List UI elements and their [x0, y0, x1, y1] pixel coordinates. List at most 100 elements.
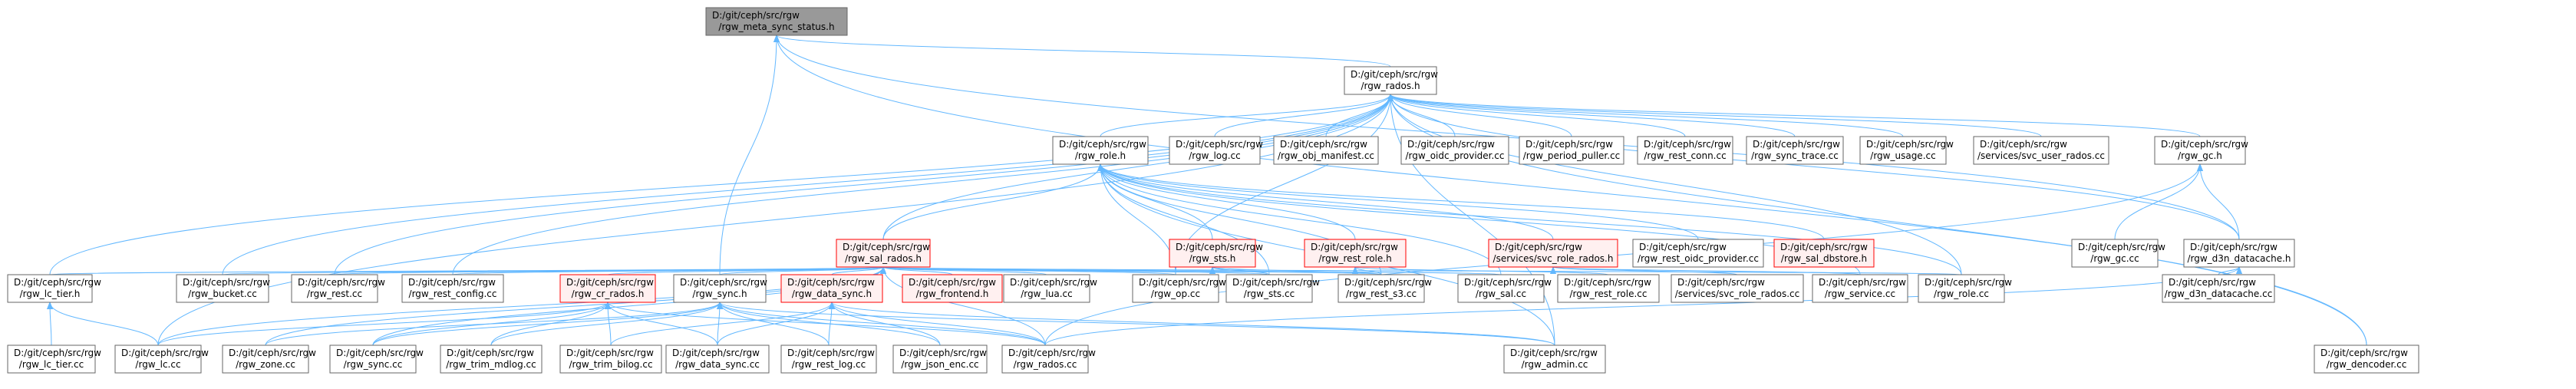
node-label-line2: /rgw_rest_config.cc — [409, 288, 497, 299]
node-box — [2314, 344, 2419, 374]
node-sync_trace[interactable]: D:/git/ceph/src/rgw/rgw_sync_trace.cc — [1746, 136, 1844, 165]
node-box — [1337, 274, 1425, 303]
node-label-line2: /rgw_sync.h — [692, 288, 747, 299]
node-gc_h[interactable]: D:/git/ceph/src/rgw/rgw_gc.h — [2154, 136, 2248, 165]
node-label-line1: D:/git/ceph/src/rgw — [1495, 242, 1582, 252]
node-cr_rados_h[interactable]: D:/git/ceph/src/rgw/rgw_cr_rados.h — [559, 274, 656, 303]
edge-log_cc-to-rados_h — [1214, 94, 1394, 137]
node-lua_cc[interactable]: D:/git/ceph/src/rgw/rgw_lua.cc — [1003, 274, 1097, 303]
edge-d3n_h-to-gc_h — [2197, 163, 2240, 240]
node-label-line1: D:/git/ceph/src/rgw — [183, 277, 270, 288]
node-box — [1304, 239, 1407, 268]
node-trim_mdlog[interactable]: D:/git/ceph/src/rgw/rgw_trim_mdlog.cc — [440, 344, 543, 374]
node-label-line1: D:/git/ceph/src/rgw — [1280, 139, 1367, 150]
node-sync_h[interactable]: D:/git/ceph/src/rgw/rgw_sync.h — [673, 274, 767, 303]
node-box — [1488, 239, 1618, 268]
node-label-line2: /rgw_obj_manifest.cc — [1278, 150, 1374, 161]
node-label-line1: D:/git/ceph/src/rgw — [1980, 139, 2067, 150]
node-label-line1: D:/git/ceph/src/rgw — [566, 348, 654, 358]
node-svc_role_rados_h[interactable]: D:/git/ceph/src/rgw/services/svc_role_ra… — [1488, 239, 1618, 268]
node-label-line1: D:/git/ceph/src/rgw — [1639, 242, 1727, 252]
node-label-line2: /services/svc_role_rados.cc — [1675, 288, 1800, 299]
node-label-line2: /services/svc_user_rados.cc — [1977, 150, 2105, 161]
node-box — [1169, 239, 1256, 268]
node-label-line2: /rgw_rest.cc — [307, 288, 362, 299]
node-label-line1: D:/git/ceph/src/rgw — [899, 348, 987, 358]
node-d3n_cc[interactable]: D:/git/ceph/src/rgw/rgw_d3n_datacache.cc — [2162, 274, 2275, 303]
edge-lc_tier_cc-to-lc_tier_h — [47, 302, 54, 346]
node-lc_cc[interactable]: D:/git/ceph/src/rgw/rgw_lc.cc — [114, 344, 209, 374]
node-svc_user_rados[interactable]: D:/git/ceph/src/rgw/services/svc_user_ra… — [1973, 136, 2109, 165]
node-usage_cc[interactable]: D:/git/ceph/src/rgw/rgw_usage.cc — [1859, 136, 1954, 165]
node-meta[interactable]: D:/git/ceph/src/rgw/rgw_meta_sync_status… — [705, 7, 848, 36]
node-rest_cc[interactable]: D:/git/ceph/src/rgw/rgw_rest.cc — [291, 274, 385, 303]
edge-bucket_cc-to-rados_h — [222, 94, 1394, 275]
node-label-line1: D:/git/ceph/src/rgw — [1010, 277, 1097, 288]
edge-sal_cc-to-sal_rados_h — [881, 266, 1502, 275]
edge-rest_oidc_provider-to-role_h — [1097, 163, 1699, 240]
node-data_sync_cc[interactable]: D:/git/ceph/src/rgw/rgw_data_sync.cc — [665, 344, 770, 374]
node-label-line1: D:/git/ceph/src/rgw — [1008, 348, 1096, 358]
edge-role_cc-to-role_h — [1097, 163, 1962, 275]
node-box — [1503, 344, 1606, 374]
node-obj_manifest[interactable]: D:/git/ceph/src/rgw/rgw_obj_manifest.cc — [1273, 136, 1379, 165]
edge-rest_config-to-rados_h — [452, 94, 1394, 275]
edge-rest_s3-to-sts_h — [1209, 266, 1382, 275]
node-gc_cc[interactable]: D:/git/ceph/src/rgw/rgw_gc.cc — [2071, 239, 2165, 268]
node-dencoder[interactable]: D:/git/ceph/src/rgw/rgw_dencoder.cc — [2314, 344, 2419, 374]
node-json_enc[interactable]: D:/git/ceph/src/rgw/rgw_json_enc.cc — [892, 344, 988, 374]
node-service_cc[interactable]: D:/git/ceph/src/rgw/rgw_service.cc — [1812, 274, 1908, 303]
edge-trim_mdlog-to-sync_h — [490, 302, 723, 346]
node-period_puller[interactable]: D:/git/ceph/src/rgw/rgw_period_puller.cc — [1519, 136, 1624, 165]
node-label-line2: /rgw_sal.cc — [1476, 288, 1526, 299]
node-box — [705, 7, 848, 36]
node-sal_dbstore[interactable]: D:/git/ceph/src/rgw/rgw_sal_dbstore.h — [1773, 239, 1875, 268]
node-box — [673, 274, 767, 303]
node-box — [2071, 239, 2159, 268]
node-oidc_provider[interactable]: D:/git/ceph/src/rgw/rgw_oidc_provider.cc — [1400, 136, 1509, 165]
node-trim_bilog[interactable]: D:/git/ceph/src/rgw/rgw_trim_bilog.cc — [559, 344, 662, 374]
node-sts_cc[interactable]: D:/git/ceph/src/rgw/rgw_sts.cc — [1225, 274, 1320, 303]
node-svc_role_rados_cc[interactable]: D:/git/ceph/src/rgw/services/svc_role_ra… — [1671, 274, 1804, 303]
node-rados_h[interactable]: D:/git/ceph/src/rgw/rgw_rados.h — [1344, 66, 1438, 95]
node-rest_log[interactable]: D:/git/ceph/src/rgw/rgw_rest_log.cc — [780, 344, 877, 374]
node-role_cc[interactable]: D:/git/ceph/src/rgw/rgw_role.cc — [1918, 274, 2012, 303]
node-rest_role_h[interactable]: D:/git/ceph/src/rgw/rgw_rest_role.h — [1304, 239, 1407, 268]
node-rest_config[interactable]: D:/git/ceph/src/rgw/rgw_rest_config.cc — [401, 274, 504, 303]
node-op_cc[interactable]: D:/git/ceph/src/rgw/rgw_op.cc — [1132, 274, 1226, 303]
node-label-line1: D:/git/ceph/src/rgw — [2169, 277, 2256, 288]
node-sync_cc[interactable]: D:/git/ceph/src/rgw/rgw_sync.cc — [329, 344, 424, 374]
edge-lc_tier_h-to-rados_h — [49, 94, 1394, 275]
node-d3n_h[interactable]: D:/git/ceph/src/rgw/rgw_d3n_datacache.h — [2183, 239, 2295, 268]
node-rest_role_cc[interactable]: D:/git/ceph/src/rgw/rgw_rest_role.cc — [1557, 274, 1660, 303]
edge-service_cc-to-svc_role_rados_h — [1550, 266, 1861, 275]
node-label-line1: D:/git/ceph/src/rgw — [1059, 139, 1146, 150]
node-rados_cc[interactable]: D:/git/ceph/src/rgw/rgw_rados.cc — [1001, 344, 1096, 374]
node-label-line2: /rgw_dencoder.cc — [2327, 359, 2407, 370]
node-sal_cc[interactable]: D:/git/ceph/src/rgw/rgw_sal.cc — [1457, 274, 1552, 303]
node-label-line2: /rgw_rest_conn.cc — [1644, 150, 1726, 161]
node-data_sync_h[interactable]: D:/git/ceph/src/rgw/rgw_data_sync.h — [780, 274, 883, 303]
node-label-line1: D:/git/ceph/src/rgw — [14, 348, 101, 358]
node-rest_conn[interactable]: D:/git/ceph/src/rgw/rgw_rest_conn.cc — [1637, 136, 1733, 165]
node-frontend_h[interactable]: D:/git/ceph/src/rgw/rgw_frontend.h — [902, 274, 1003, 303]
node-lc_tier_h[interactable]: D:/git/ceph/src/rgw/rgw_lc_tier.h — [7, 274, 101, 303]
node-box — [1746, 136, 1844, 165]
node-box — [7, 344, 96, 374]
node-rest_oidc_provider[interactable]: D:/git/ceph/src/rgw/rgw_rest_oidc_provid… — [1632, 239, 1764, 268]
node-label-line1: D:/git/ceph/src/rgw — [1176, 242, 1263, 252]
node-label-line2: /rgw_rados.h — [1361, 81, 1420, 91]
node-lc_tier_cc[interactable]: D:/git/ceph/src/rgw/rgw_lc_tier.cc — [7, 344, 101, 374]
node-box — [329, 344, 417, 374]
node-rest_s3[interactable]: D:/git/ceph/src/rgw/rgw_rest_s3.cc — [1337, 274, 1432, 303]
node-bucket_cc[interactable]: D:/git/ceph/src/rgw/rgw_bucket.cc — [176, 274, 270, 303]
node-label-line1: D:/git/ceph/src/rgw — [1780, 242, 1868, 252]
node-label-line2: /rgw_role.cc — [1934, 288, 1989, 299]
node-log_cc[interactable]: D:/git/ceph/src/rgw/rgw_log.cc — [1169, 136, 1263, 165]
node-zone_cc[interactable]: D:/git/ceph/src/rgw/rgw_zone.cc — [222, 344, 316, 374]
node-admin_cc[interactable]: D:/git/ceph/src/rgw/rgw_admin.cc — [1503, 344, 1606, 374]
node-box — [780, 344, 877, 374]
node-sts_h[interactable]: D:/git/ceph/src/rgw/rgw_sts.h — [1169, 239, 1263, 268]
node-sal_rados_h[interactable]: D:/git/ceph/src/rgw/rgw_sal_rados.h — [836, 239, 931, 268]
node-role_h[interactable]: D:/git/ceph/src/rgw/rgw_role.h — [1052, 136, 1149, 165]
